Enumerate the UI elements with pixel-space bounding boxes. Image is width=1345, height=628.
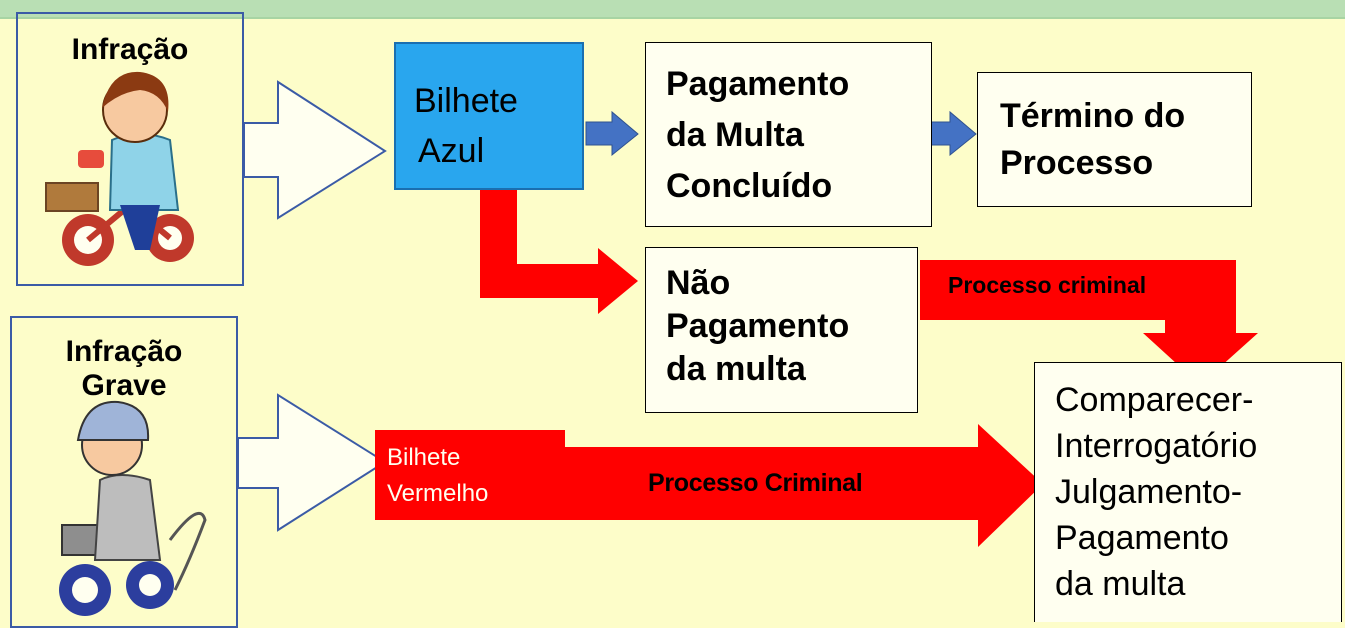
nao-pagamento-box: Não Pagamento da multa (645, 247, 918, 413)
bilhete-vermelho-line1: Bilhete (387, 444, 461, 471)
panel-grave-title-line2: Grave (81, 369, 167, 402)
outline-arrow-top (243, 80, 387, 220)
nao-pagamento-line1: Não (666, 264, 731, 302)
bilhete-azul-line2: Azul (418, 132, 485, 170)
termino-processo-box: Término do Processo (977, 72, 1252, 207)
final-line3: Julgamento- (1055, 473, 1243, 511)
bilhete-vermelho-shape (375, 430, 565, 520)
bilhete-azul-box: Bilhete Azul (394, 42, 584, 190)
bilhete-vermelho-line2: Vermelho (387, 480, 489, 507)
termino-line2: Processo (1000, 144, 1154, 182)
processo-criminal-top-label: Processo criminal (948, 272, 1147, 298)
termino-line1: Término do (1000, 97, 1186, 135)
comparecer-box: Comparecer- Interrogatório Julgamento- P… (1034, 362, 1342, 622)
nao-pagamento-line2: Pagamento (666, 307, 850, 345)
panel-infracao: Infração (16, 12, 244, 286)
pagamento-line1: Pagamento (666, 65, 850, 103)
red-arrow-processo-criminal-bottom (560, 424, 1043, 547)
blue-arrow-1 (585, 110, 639, 157)
pagamento-line2: da Multa (666, 116, 804, 154)
nao-pagamento-line3: da multa (666, 350, 806, 388)
cyclist-helmet-illustration (59, 400, 207, 616)
woman-bicycle-illustration (45, 71, 194, 266)
bilhete-azul-line1: Bilhete (414, 82, 518, 120)
blue-arrow-2 (924, 110, 977, 157)
final-line4: Pagamento (1055, 519, 1229, 557)
processo-criminal-bottom-label: Processo Criminal (648, 469, 863, 497)
red-arrow-processo-criminal (920, 260, 1258, 385)
red-arrow-to-nao-pagamento (480, 188, 638, 314)
final-line1: Comparecer- (1055, 381, 1254, 419)
top-bar (0, 0, 1345, 19)
final-line5: da multa (1055, 565, 1186, 603)
panel-infracao-title: Infração (71, 33, 189, 66)
final-line2: Interrogatório (1055, 427, 1258, 465)
pagamento-line3: Concluído (666, 167, 833, 205)
panel-infracao-grave: Infração Grave (10, 316, 238, 628)
panel-grave-title-line1: Infração (65, 335, 183, 368)
outline-arrow-bottom (237, 393, 387, 532)
pagamento-concluido-box: Pagamento da Multa Concluído (645, 42, 932, 227)
